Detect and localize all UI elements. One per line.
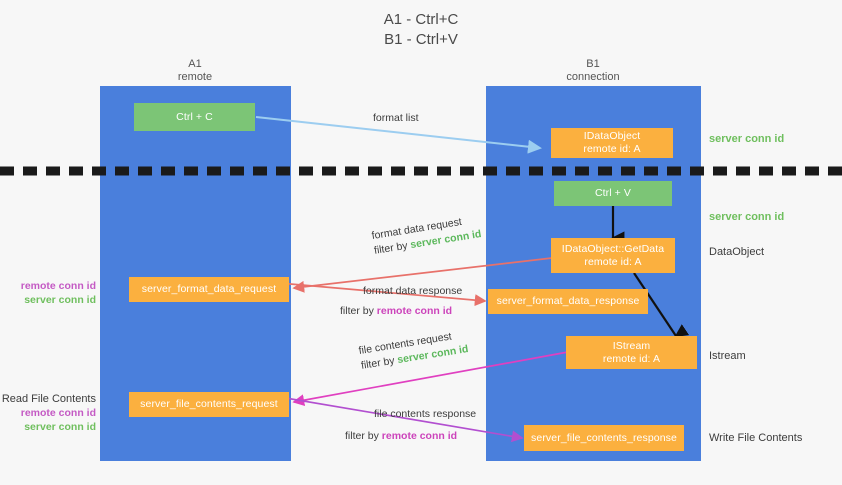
box-ctrl-v-label: Ctrl + V xyxy=(594,187,632,199)
box-ctrl-c[interactable]: Ctrl + C xyxy=(134,103,255,131)
left-note-group-2: Read File Contents remote conn id server… xyxy=(0,392,96,434)
column-header-b1-name: B1 xyxy=(586,58,600,70)
edge-label-format-list-text: format list xyxy=(373,112,419,124)
box-istream-line-2: remote id: A xyxy=(602,352,661,365)
box-server-format-data-response[interactable]: server_format_data_response xyxy=(488,289,648,314)
edge-label-format-data-response-filter: filter by remote conn id xyxy=(340,304,462,319)
phase-divider xyxy=(0,166,842,176)
box-idataobject-line-1: IDataObject xyxy=(583,130,641,142)
column-header-b1: B1 connection xyxy=(543,58,643,84)
box-idataobject[interactable]: IDataObject remote id: A xyxy=(551,128,673,158)
column-header-a1-sub: remote xyxy=(177,71,213,83)
edge-label-format-data-response-text: format data response xyxy=(363,285,463,297)
box-istream-line-1: IStream xyxy=(612,339,651,352)
edge-label-file-contents-response: file contents response filter by remote … xyxy=(345,407,477,444)
filter-prefix: filter by xyxy=(340,305,377,317)
side-note-server-conn-id-1: server conn id xyxy=(709,133,785,145)
filter-prefix: filter by xyxy=(345,430,382,442)
left-note-group-2-remote: remote conn id xyxy=(20,407,96,419)
box-istream[interactable]: IStream remote id: A xyxy=(566,336,697,369)
filter-value: remote conn id xyxy=(381,430,458,442)
column-header-b1-sub: connection xyxy=(566,71,620,83)
box-server-file-contents-response-label: server_file_contents_response xyxy=(531,431,677,444)
box-idataobject-line-2: remote id: A xyxy=(583,143,641,155)
title-line-2: B1 - Ctrl+V xyxy=(384,31,458,48)
box-server-file-contents-request-label: server_file_contents_request xyxy=(140,398,278,410)
column-header-a1-name: A1 xyxy=(188,58,202,70)
left-note-group-1-remote: remote conn id xyxy=(20,280,96,292)
box-idataobject-getdata[interactable]: IDataObject::GetData remote id: A xyxy=(551,238,675,273)
side-note-server-conn-id-2: server conn id xyxy=(709,211,785,223)
title-line-1: A1 - Ctrl+C xyxy=(383,11,459,28)
page-title: A1 - Ctrl+C B1 - Ctrl+V xyxy=(0,10,842,50)
box-server-file-contents-response[interactable]: server_file_contents_response xyxy=(524,425,684,451)
left-note-group-2-server: server conn id xyxy=(24,421,96,433)
box-server-format-data-request[interactable]: server_format_data_request xyxy=(129,277,289,302)
left-note-group-1-server: server conn id xyxy=(24,294,96,306)
box-ctrl-c-label: Ctrl + C xyxy=(176,110,213,123)
left-note-read-file-contents: Read File Contents xyxy=(1,393,96,405)
box-server-format-data-response-label: server_format_data_response xyxy=(496,295,640,307)
box-server-file-contents-request[interactable]: server_file_contents_request xyxy=(129,392,289,417)
box-getdata-line-2: remote id: A xyxy=(584,255,642,268)
box-server-format-data-request-label: server_format_data_request xyxy=(141,283,277,295)
box-getdata-line-1: IDataObject::GetData xyxy=(561,242,665,255)
edge-label-file-contents-request: file contents request filter by server c… xyxy=(358,327,470,374)
side-note-write-file-contents: Write File Contents xyxy=(709,432,803,444)
box-ctrl-v[interactable]: Ctrl + V xyxy=(554,181,672,206)
side-note-dataobject: DataObject xyxy=(709,246,765,258)
edge-label-format-list: format list xyxy=(373,111,419,126)
left-note-group-1: remote conn id server conn id xyxy=(0,279,96,307)
side-note-istream: Istream xyxy=(709,350,746,362)
edge-label-format-data-request: format data request filter by server con… xyxy=(371,212,483,259)
edge-label-file-contents-response-filter: filter by remote conn id xyxy=(345,429,476,444)
edge-label-format-data-response: format data response filter by remote co… xyxy=(340,284,463,319)
filter-value: remote conn id xyxy=(376,305,453,317)
column-header-a1: A1 remote xyxy=(145,58,245,84)
edge-label-file-contents-response-text: file contents response xyxy=(374,408,477,420)
